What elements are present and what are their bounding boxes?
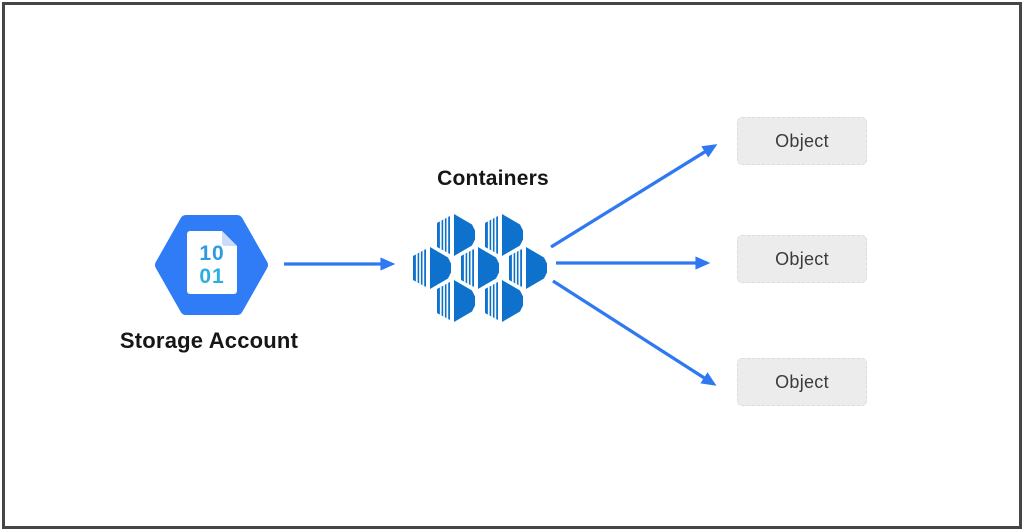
container-icon xyxy=(461,245,499,291)
folded-corner xyxy=(222,231,237,246)
object-card: Object xyxy=(737,235,867,283)
container-icon xyxy=(413,245,451,291)
container-icon xyxy=(485,278,523,324)
object-label: Object xyxy=(775,371,829,392)
object-label: Object xyxy=(775,130,829,151)
storage-account-icon: 10 01 xyxy=(155,215,268,315)
container-icon xyxy=(437,212,475,258)
container-icon xyxy=(485,212,523,258)
containers-label: Containers xyxy=(437,167,549,190)
container-icon xyxy=(437,278,475,324)
arrow-containers-to-object-1 xyxy=(550,144,718,249)
binary-document-icon: 10 01 xyxy=(187,231,237,294)
container-icon xyxy=(509,245,547,291)
object-card: Object xyxy=(737,358,867,406)
storage-account-label: Storage Account xyxy=(119,328,299,353)
object-card: Object xyxy=(737,117,867,165)
object-label: Object xyxy=(775,248,829,269)
containers-cluster-icon xyxy=(413,212,547,324)
binary-text-line-1: 10 xyxy=(199,242,224,265)
binary-text-line-2: 01 xyxy=(199,265,224,288)
arrow-containers-to-object-3 xyxy=(552,279,717,386)
